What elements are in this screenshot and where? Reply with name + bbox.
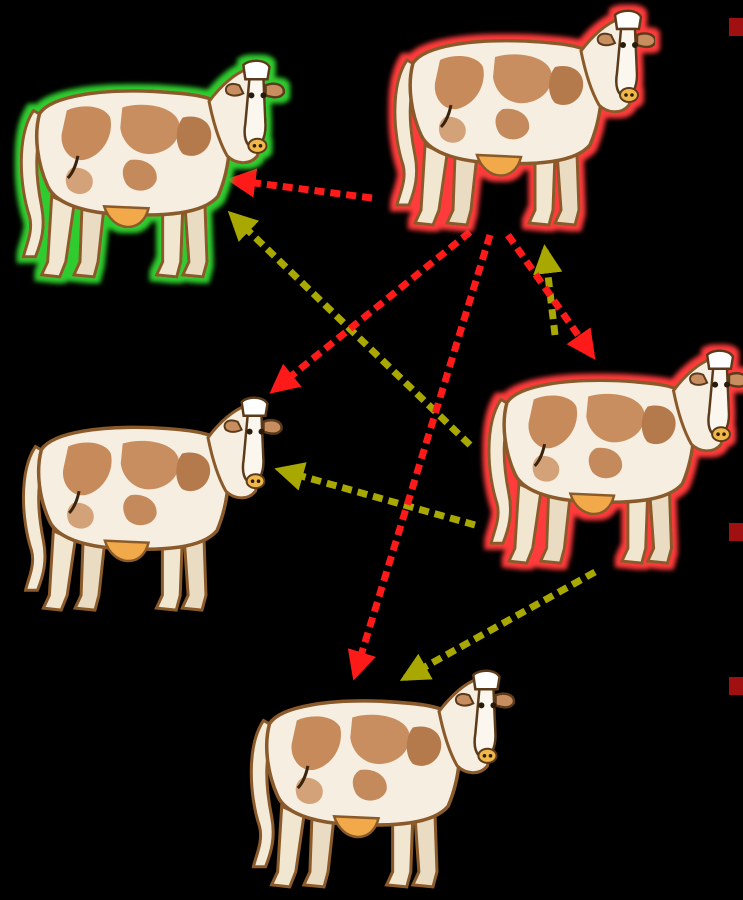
arrow-tr-to-tl (232, 180, 372, 198)
cow-top-right (395, 11, 655, 225)
cow-top-left (21, 61, 284, 277)
bullet-marker-1 (729, 18, 743, 36)
bullet-marker-2 (729, 523, 743, 541)
arrow-tr-to-ml (274, 232, 470, 390)
cow-bottom (251, 671, 514, 887)
cow-middle-right (489, 351, 743, 563)
arrow-tr-to-bottom (355, 235, 490, 675)
arrow-mr-to-ml (280, 470, 475, 525)
cow-middle-left (23, 398, 281, 610)
arrow-tr-to-mr (508, 235, 592, 355)
bullet-marker-3 (729, 677, 743, 695)
arrow-mr-to-bottom (405, 572, 595, 678)
